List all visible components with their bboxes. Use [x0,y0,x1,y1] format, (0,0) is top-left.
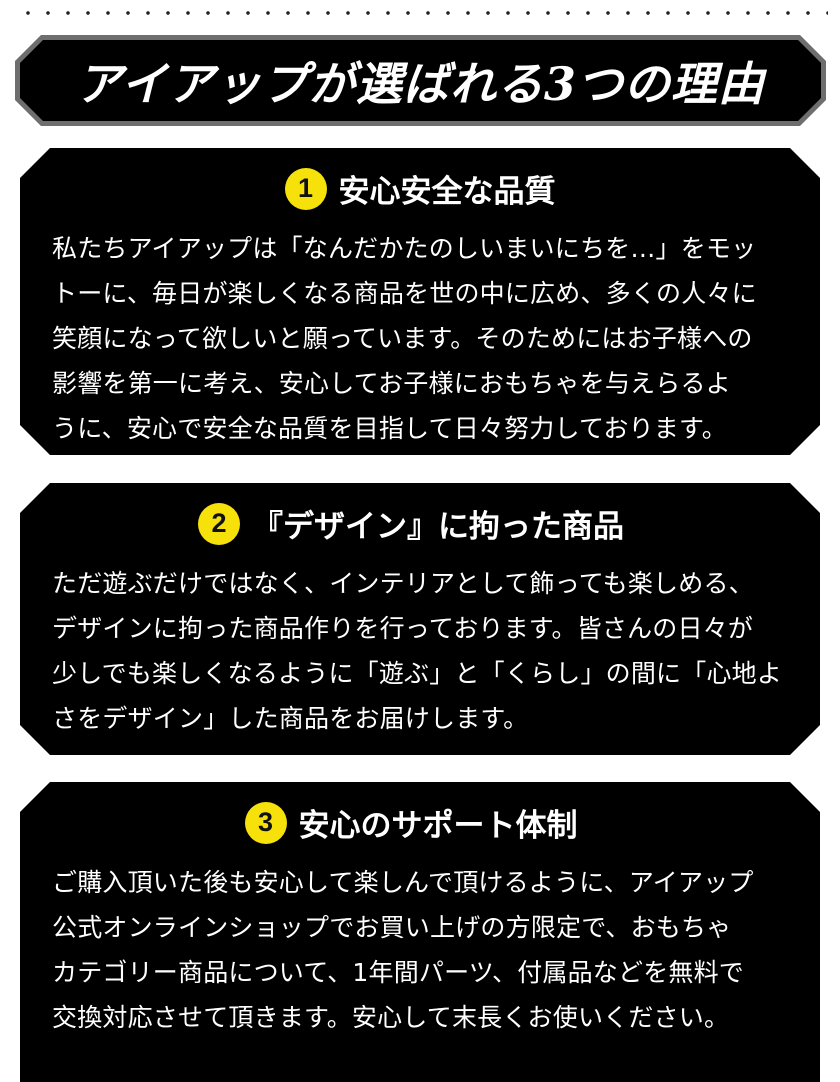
body-line: 私たちアイアップは「なんだかたのしいまいにちを…」をモッ [52,234,757,263]
reason-panel-1: 1 安心安全な品質 私たちアイアップは「なんだかたのしいまいにちを…」をモッ ト… [20,148,820,455]
reason-body: ご購入頂いた後も安心して楽しんで頂けるように、アイアップ 公式オンラインショップ… [52,860,802,1040]
body-line: ご購入頂いた後も安心して楽しんで頂けるように、アイアップ [52,868,754,897]
number-badge-icon: 2 [198,503,240,545]
body-line: 影響を第一に考え、安心してお子様におもちゃを与えらるよ [52,369,731,398]
reason-heading: 2 『デザイン』に拘った商品 [20,501,820,546]
reason-panel-2: 2 『デザイン』に拘った商品 ただ遊ぶだけではなく、インテリアとして飾っても楽し… [20,483,820,755]
body-line: トーに、毎日が楽しくなる商品を世の中に広め、多くの人々に [52,279,757,308]
reason-title: 『デザイン』に拘った商品 [252,509,624,545]
reason-title: 安心安全な品質 [338,174,556,210]
number-badge-icon: 1 [285,168,327,210]
number-badge-icon: 3 [245,802,287,844]
reason-body: 私たちアイアップは「なんだかたのしいまいにちを…」をモッ トーに、毎日が楽しくな… [52,226,802,451]
body-line: カテゴリー商品について、1年間パーツ、付属品などを無料で [52,958,745,987]
banner-inner: アイアップが選ばれる3つの理由 [20,40,821,121]
body-line: うに、安心で安全な品質を目指して日々努力しております。 [52,414,727,443]
body-line: さをデザイン」した商品をお届けします。 [52,704,529,733]
reason-body: ただ遊ぶだけではなく、インテリアとして飾っても楽しめる、 デザインに拘った商品作… [52,561,802,741]
body-line: 交換対応させて頂きます。安心して末長くお使いください。 [52,1003,730,1032]
body-line: ただ遊ぶだけではなく、インテリアとして飾っても楽しめる、 [52,569,754,598]
body-line: デザインに拘った商品作りを行っております。皆さんの日々が [52,614,754,643]
body-line: 笑顔になって欲しいと願っています。そのためにはお子様への [52,324,753,353]
body-line: 少しでも楽しくなるように「遊ぶ」と「くらし」の間に「心地よ [52,659,783,688]
reason-heading: 1 安心安全な品質 [20,166,820,211]
section-banner: アイアップが選ばれる3つの理由 [15,35,826,126]
body-line: 公式オンラインショップでお買い上げの方限定で、おもちゃ [52,913,732,942]
banner-title: アイアップが選ばれる3つの理由 [76,56,765,111]
reason-title: 安心のサポート体制 [298,808,578,844]
reason-panel-3: 3 安心のサポート体制 ご購入頂いた後も安心して楽しんで頂けるように、アイアップ… [20,782,820,1082]
dotted-divider [18,10,828,16]
reason-heading: 3 安心のサポート体制 [20,800,820,845]
